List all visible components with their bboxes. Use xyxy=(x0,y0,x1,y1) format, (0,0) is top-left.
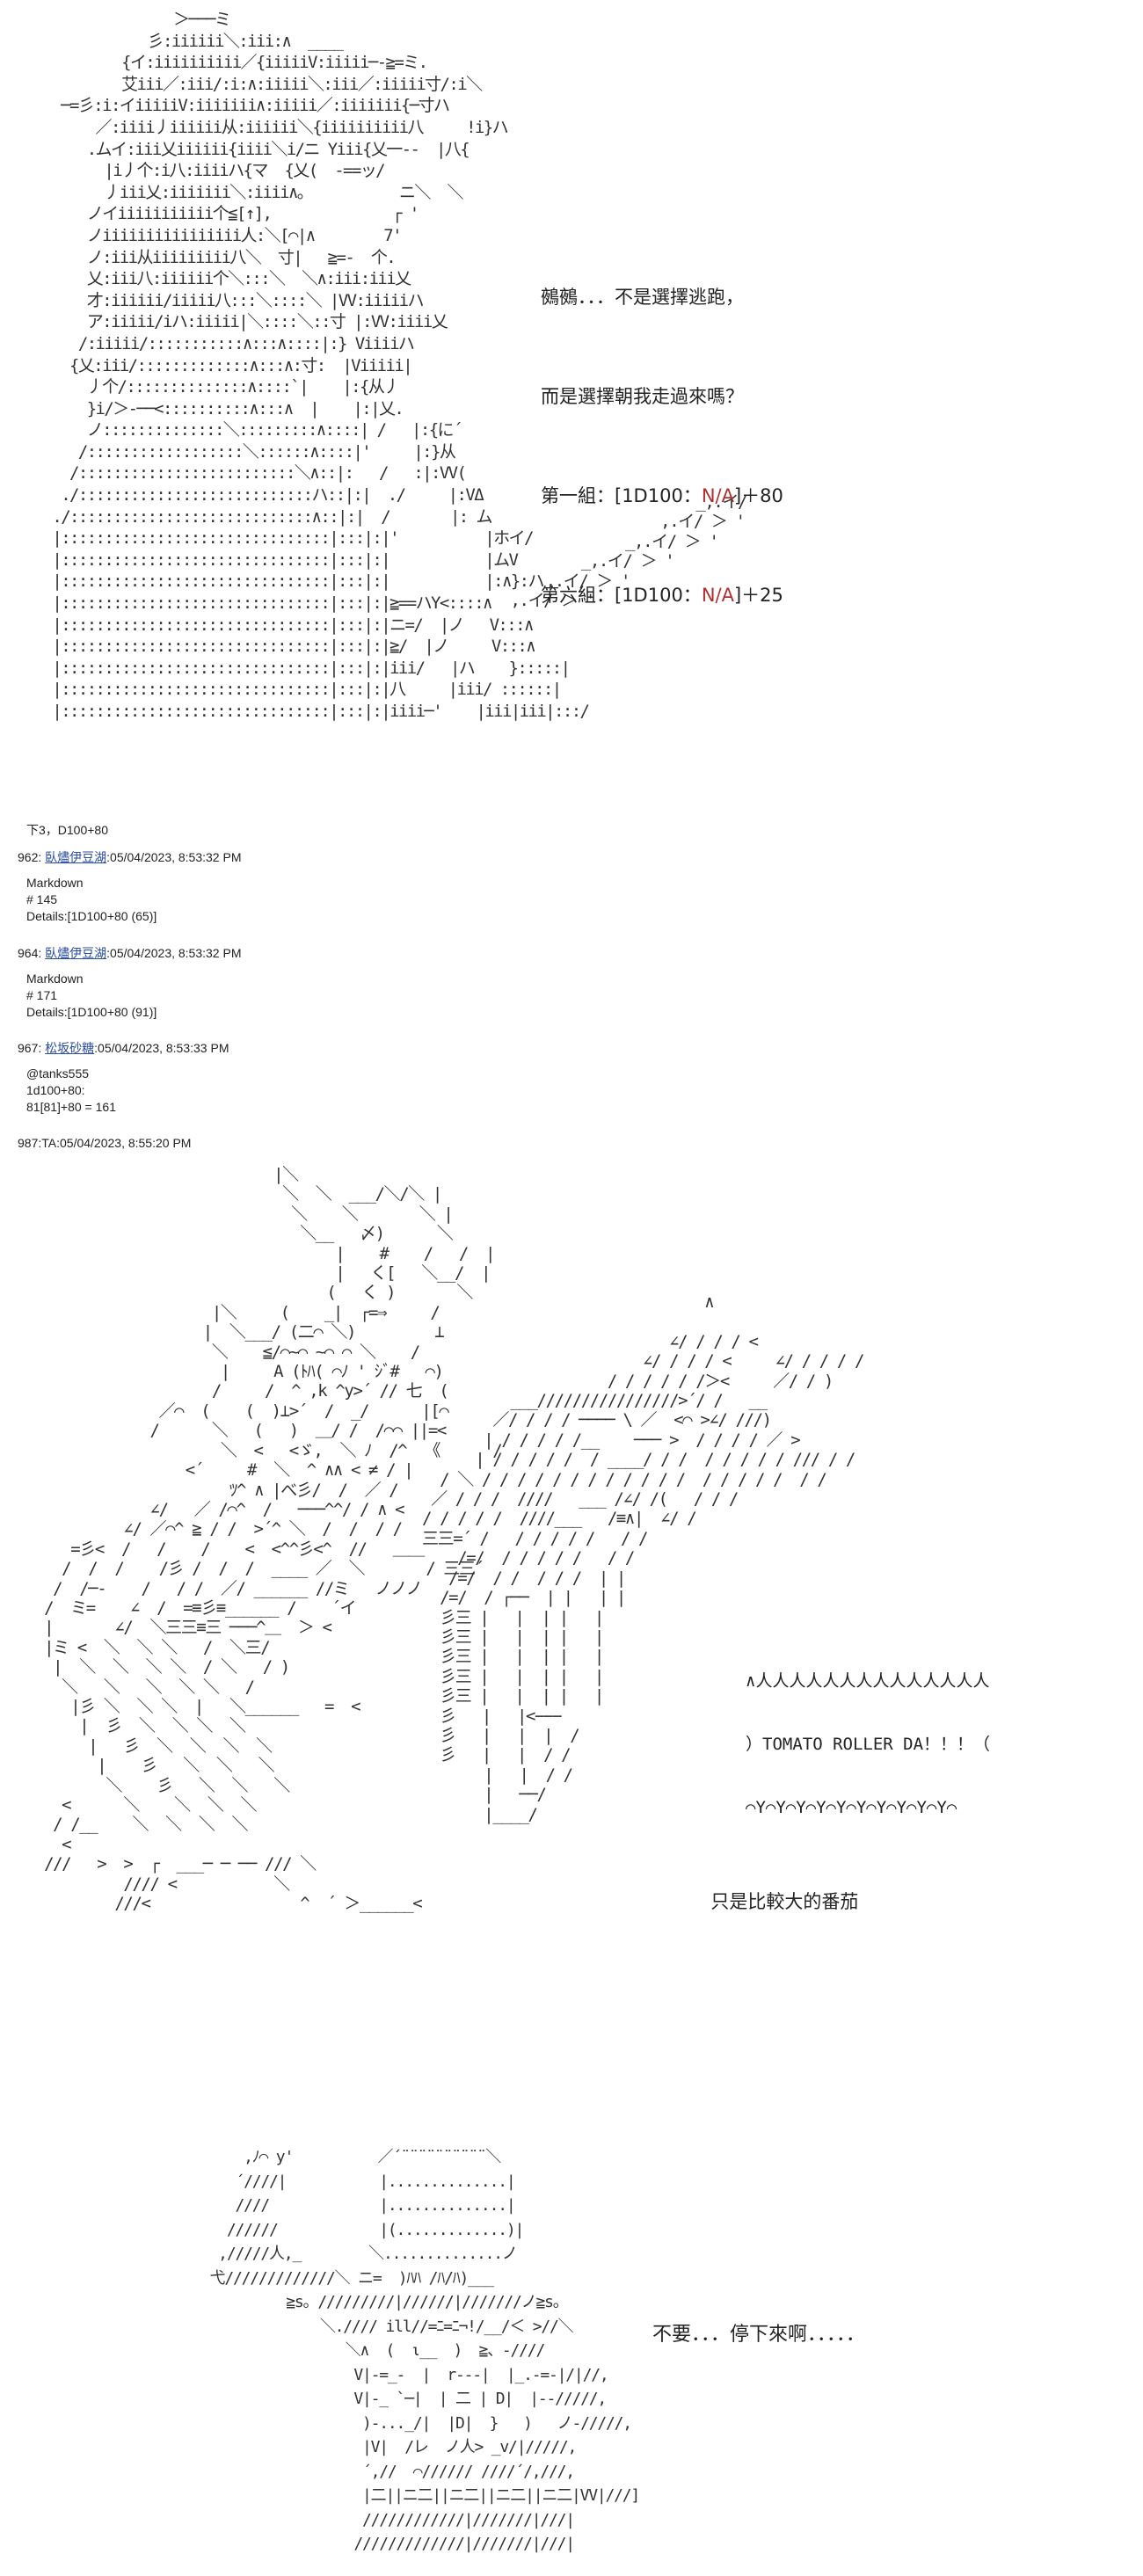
shout-bubble-bottom: ⌒Y⌒Y⌒Y⌒Y⌒Y⌒Y⌒Y⌒Y⌒Y⌒Y⌒ xyxy=(746,1798,957,1817)
dice-note-text: 下3，D100+80 xyxy=(26,823,109,837)
post-user-link[interactable]: 臥燼伊豆湖 xyxy=(45,850,107,864)
post-body: @tanks555 1d100+80: 81[81]+80 = 161 xyxy=(26,1066,116,1114)
post-user-link[interactable]: 松坂砂糖 xyxy=(45,1041,95,1055)
dice-note: 下3，D100+80 xyxy=(18,822,108,839)
shout-bubble-top: ∧人人人人人人人人人人人人人人 xyxy=(746,1671,990,1691)
post-body: Markdown # 171 Details:[1D100+80 (91)] xyxy=(26,971,157,1019)
post-body: Markdown # 145 Details:[1D100+80 (65)] xyxy=(26,876,157,923)
dialog-line-1: 鵺鵺．．．不是選擇逃跑， xyxy=(541,287,744,308)
ascii-art-tomato-wall: ∧ ∠/ / / / < ∠/ / / / < ∠/ / / / / / / /… xyxy=(422,1292,864,1824)
dialog-group6-roll: 第六組：[1D100：N/A]＋25 xyxy=(541,585,783,606)
dialog-line-2: 而是選擇朝我走過來嗎？ xyxy=(541,386,744,407)
tomato-note: 只是比較大的番茄 xyxy=(699,1867,858,1914)
post-962: 962: 臥燼伊豆湖:05/04/2023, 8:53:32 PM Markdo… xyxy=(18,849,241,925)
ascii-art-tomato-roller: |＼ ＼ ＼ ___/＼/＼ | ＼ ＼ ＼ | ＼__ 〆) ＼ | # / … xyxy=(44,1165,503,1914)
shout-bubble: ∧人人人人人人人人人人人人人人 ）TOMATO ROLLER DA！！！（ ⌒Y… xyxy=(746,1628,990,1839)
dialog-group1-roll: 第一組：[1D100：N/A]＋80 xyxy=(541,485,783,506)
post-user: TA xyxy=(41,1136,57,1150)
tomato-note-text: 只是比較大的番茄 xyxy=(710,1891,859,1912)
post-header: 987:TA:05/04/2023, 8:55:20 PM xyxy=(18,1136,192,1150)
post-987: 987:TA:05/04/2023, 8:55:20 PM xyxy=(18,1135,191,1152)
post-964: 964: 臥燼伊豆湖:05/04/2023, 8:53:32 PM Markdo… xyxy=(18,945,241,1021)
post-header: 962: 臥燼伊豆湖:05/04/2023, 8:53:32 PM xyxy=(18,850,242,864)
shout-text: ）TOMATO ROLLER DA！！！（ xyxy=(746,1735,991,1754)
post-header: 964: 臥燼伊豆湖:05/04/2023, 8:53:32 PM xyxy=(18,946,242,960)
ascii-art-character-guitar: ＞───ミ 彡:iiiiii＼:iii:∧ ____ {イ:iiiiiiiiii… xyxy=(52,10,590,721)
ascii-art-crowd-panel3: ,ﾉ⌒ y' ／´¨¨¨¨¨¨¨¨¨¨＼ ´////| |...........… xyxy=(209,2148,641,2553)
ascii-art-guitar-neck: _,.イ/ ,.イ/ ＞ ' _,.イ/ ＞ ' _,.イ/ ＞ ' ,.イ/ … xyxy=(510,492,748,611)
post-967: 967: 松坂砂糖:05/04/2023, 8:53:33 PM @tanks5… xyxy=(18,1040,229,1116)
post-header: 967: 松坂砂糖:05/04/2023, 8:53:33 PM xyxy=(18,1041,229,1055)
dialog-box-panel1: 鵺鵺．．．不是選擇逃跑， 而是選擇朝我走過來嗎？ 第一組：[1D100：N/A]… xyxy=(541,231,783,655)
post-user-link[interactable]: 臥燼伊豆湖 xyxy=(45,946,107,960)
panel3-caption-text: 不要．．．停下來啊．．．．． xyxy=(652,2324,866,2346)
panel3-caption: 不要．．．停下來啊．．．．． xyxy=(640,2296,865,2347)
